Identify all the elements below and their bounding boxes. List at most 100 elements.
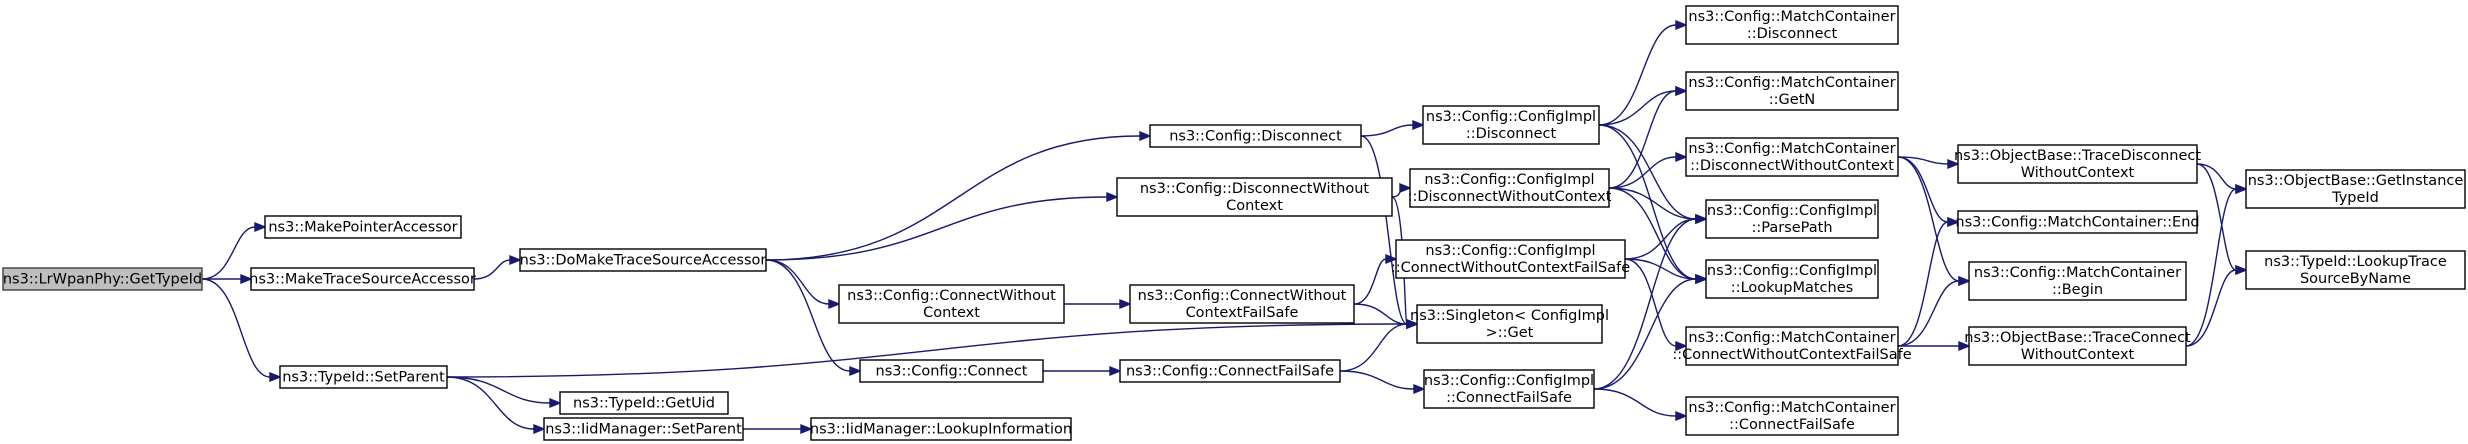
graph-edge bbox=[765, 259, 841, 310]
graph-node-label: ns3::IidManager::SetParent bbox=[545, 422, 742, 438]
graph-edge-arrowhead bbox=[269, 371, 282, 383]
graph-edge-arrowhead bbox=[800, 423, 813, 435]
graph-node[interactable]: ns3::TypeId::GetUid bbox=[559, 391, 729, 415]
graph-node[interactable]: ns3::DoMakeTraceSourceAccessor bbox=[519, 248, 767, 272]
graph-node-box bbox=[519, 248, 767, 272]
graph-node-box bbox=[1685, 5, 1899, 45]
graph-node-label: ::DisconnectWithoutContext bbox=[1690, 158, 1894, 174]
graph-node[interactable]: ns3::ObjectBase::TraceDisconnectWithoutC… bbox=[1954, 144, 2201, 184]
graph-node[interactable]: ns3::TypeId::SetParent bbox=[279, 365, 448, 389]
graph-edge bbox=[201, 278, 282, 383]
graph-node[interactable]: ns3::Config::ConfigImpl::ConnectFailSafe bbox=[1423, 369, 1595, 409]
graph-node[interactable]: ns3::Config::ConnectWithoutContext bbox=[838, 284, 1065, 324]
graph-node-label: ns3::Config::MatchContainer bbox=[1688, 400, 1895, 416]
graph-node-box bbox=[250, 267, 475, 291]
graph-node-label: ns3::Config::ConnectWithout bbox=[1138, 288, 1347, 304]
graph-edge bbox=[201, 221, 267, 280]
graph-edge-line bbox=[1339, 370, 1415, 390]
graph-node-box bbox=[1685, 396, 1899, 436]
graph-node[interactable]: ns3::Config::ConfigImpl::DisconnectWitho… bbox=[1408, 168, 1612, 208]
graph-node-label: ns3::MakeTraceSourceAccessor bbox=[249, 272, 476, 288]
graph-node[interactable]: ns3::Config::MatchContainer::DisconnectW… bbox=[1685, 137, 1899, 177]
graph-node[interactable]: ns3::Config::Connect bbox=[859, 359, 1044, 383]
graph-edge-line bbox=[1897, 280, 1960, 347]
graph-edge bbox=[1391, 182, 1412, 198]
graph-node[interactable]: ns3::Config::ConfigImpl::Disconnect bbox=[1422, 105, 1600, 145]
graph-node[interactable]: ns3::Config::MatchContainer::ConnectFail… bbox=[1685, 396, 1899, 436]
graph-node[interactable]: ns3::Singleton< ConfigImpl >::Get bbox=[1410, 304, 1609, 344]
graph-node-label: ns3::Config::ConfigImpl bbox=[1707, 203, 1877, 219]
graph-edge-arrowhead bbox=[1119, 298, 1132, 310]
graph-edge-arrowhead bbox=[1695, 273, 1708, 285]
graph-edge bbox=[1624, 258, 1688, 352]
graph-node-box bbox=[859, 359, 1044, 383]
graph-node[interactable]: ns3::MakePointerAccessor bbox=[264, 215, 462, 239]
graph-node[interactable]: ns3::Config::Disconnect bbox=[1149, 124, 1362, 148]
graph-node-box bbox=[1968, 326, 2187, 366]
graph-node[interactable]: ns3::Config::ConnectFailSafe bbox=[1119, 359, 1341, 383]
graph-node-box bbox=[1968, 261, 2187, 301]
graph-node-box bbox=[1409, 168, 1610, 208]
graph-node[interactable]: ns3::Config::ConfigImpl::ParsePath bbox=[1705, 199, 1879, 239]
graph-node-label: >::Get bbox=[1486, 325, 1534, 341]
graph-node-box bbox=[2245, 250, 2466, 290]
graph-node-box bbox=[1685, 326, 1899, 366]
graph-edge bbox=[1598, 19, 1688, 126]
graph-edge-arrowhead bbox=[1406, 318, 1419, 330]
graph-edge bbox=[1360, 135, 1419, 330]
graph-node-label: WithoutContext bbox=[2021, 347, 2135, 363]
graph-node[interactable]: ns3::ObjectBase::TraceConnectWithoutCont… bbox=[1964, 326, 2191, 366]
graph-edge-line bbox=[1360, 124, 1414, 137]
graph-edge-arrowhead bbox=[549, 397, 562, 409]
graph-edge-line bbox=[1608, 187, 1697, 280]
graph-node-root[interactable]: ns3::LrWpanPhy::GetTypeId bbox=[2, 267, 203, 291]
graph-node[interactable]: ns3::Config::ConfigImpl::ConnectWithoutC… bbox=[1391, 239, 1630, 279]
graph-edge-line bbox=[1593, 388, 1677, 417]
graph-node[interactable]: ns3::Config::MatchContainer::ConnectWith… bbox=[1672, 326, 1912, 366]
graph-edge bbox=[2196, 163, 2248, 276]
graph-node-label: ns3::Config::ConfigImpl bbox=[1707, 263, 1877, 279]
graph-edge bbox=[446, 376, 546, 435]
graph-node[interactable]: ns3::Config::MatchContainer::Begin bbox=[1968, 261, 2187, 301]
graph-node-box bbox=[838, 284, 1065, 324]
graph-node-label: ns3::ObjectBase::GetInstance bbox=[2248, 173, 2464, 189]
graph-edge bbox=[765, 130, 1152, 261]
graph-node[interactable]: ns3::Config::ConfigImpl::LookupMatches bbox=[1705, 259, 1879, 299]
graph-node[interactable]: ns3::IidManager::LookupInformation bbox=[810, 417, 1072, 441]
graph-node[interactable]: ns3::Config::MatchContainer::GetN bbox=[1685, 71, 1899, 111]
graph-node-label: ::LookupMatches bbox=[1731, 280, 1853, 296]
graph-edge-line bbox=[446, 376, 551, 404]
graph-node-label: ::ConnectFailSafe bbox=[1446, 390, 1572, 406]
graph-edge-line bbox=[1598, 124, 1697, 280]
graph-edge-line bbox=[446, 376, 535, 430]
graph-edge-line bbox=[1360, 135, 1408, 325]
graph-node-label: ns3::ObjectBase::TraceConnect bbox=[1964, 330, 2191, 346]
graph-edge-arrowhead bbox=[533, 423, 546, 435]
graph-node-box bbox=[2, 267, 203, 291]
graph-edge-arrowhead bbox=[1412, 119, 1425, 131]
graph-edge bbox=[1360, 119, 1425, 137]
graph-edge bbox=[202, 273, 253, 285]
graph-node[interactable]: ns3::Config::MatchContainer::Disconnect bbox=[1685, 5, 1899, 45]
graph-node-label: TypeId bbox=[2331, 190, 2379, 206]
graph-node-label: Context bbox=[923, 305, 980, 321]
graph-node[interactable]: ns3::MakeTraceSourceAccessor bbox=[249, 267, 476, 291]
graph-node[interactable]: ns3::Config::ConnectWithoutContextFailSa… bbox=[1129, 284, 1355, 324]
graph-edge bbox=[765, 191, 1119, 261]
graph-edge-line bbox=[2196, 163, 2237, 190]
graph-edge-arrowhead bbox=[1399, 182, 1412, 194]
graph-node-box bbox=[1685, 137, 1899, 177]
graph-edge-arrowhead bbox=[1413, 383, 1426, 395]
graph-node[interactable]: ns3::Config::DisconnectWithoutContext bbox=[1116, 177, 1393, 217]
graph-node-box bbox=[1423, 369, 1595, 409]
graph-edge bbox=[765, 259, 862, 377]
graph-node-box bbox=[1119, 359, 1341, 383]
graph-node[interactable]: ns3::Config::MatchContainer::End bbox=[1955, 210, 2200, 234]
graph-node[interactable]: ns3::IidManager::SetParent bbox=[543, 417, 744, 441]
graph-node-label: ns3::Config::MatchContainer bbox=[1688, 330, 1895, 346]
graph-edge-line bbox=[1391, 187, 1402, 198]
graph-edge-arrowhead bbox=[1385, 253, 1398, 265]
graph-edge bbox=[1593, 388, 1688, 422]
